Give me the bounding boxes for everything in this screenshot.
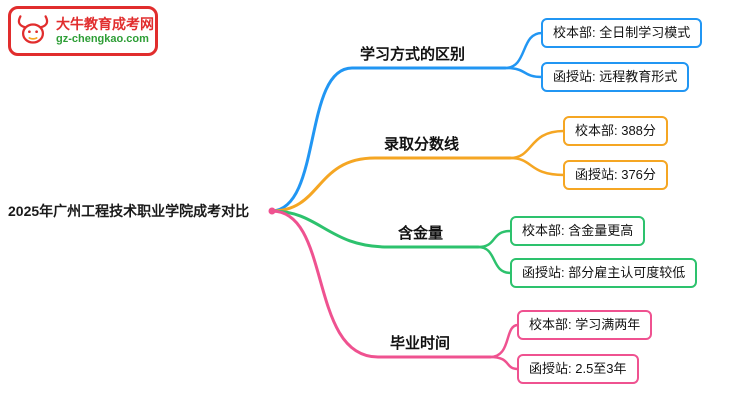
branch-2-leaf-2-line: [508, 156, 566, 177]
leaf-campus-score[interactable]: 校本部: 388分: [563, 116, 668, 146]
branch-node-value[interactable]: 含金量: [398, 225, 444, 242]
leaf-campus-grad-time[interactable]: 校本部: 学习满两年: [517, 310, 653, 340]
leaf-station-grad-time[interactable]: 函授站: 2.5至3年: [517, 354, 639, 384]
branch-3-leaf-2-line: [476, 245, 513, 275]
branch-3-line: [270, 209, 480, 249]
branch-node-study-mode[interactable]: 学习方式的区别: [360, 46, 466, 63]
leaf-campus-study-mode[interactable]: 校本部: 全日制学习模式: [541, 18, 703, 48]
logo-title: 大牛教育成考网: [56, 16, 154, 32]
site-logo[interactable]: 大牛教育成考网 gz-chengkao.com: [8, 6, 158, 56]
branch-node-score-line[interactable]: 录取分数线: [384, 136, 460, 153]
branch-2-leaf-1-line: [508, 129, 566, 160]
logo-text-block: 大牛教育成考网 gz-chengkao.com: [56, 16, 154, 46]
root-connector-dot: [268, 207, 276, 215]
branch-4-line: [270, 209, 492, 359]
leaf-station-study-mode[interactable]: 函授站: 远程教育形式: [541, 62, 690, 92]
branch-1-leaf-2-line: [503, 66, 544, 79]
branch-4-leaf-2-line: [488, 355, 520, 371]
leaf-campus-value[interactable]: 校本部: 含金量更高: [510, 216, 646, 246]
root-node[interactable]: 2025年广州工程技术职业学院成考对比: [8, 203, 250, 219]
leaf-station-score[interactable]: 函授站: 376分: [563, 160, 668, 190]
branch-4-leaf-1-line: [488, 323, 520, 359]
leaf-station-value[interactable]: 函授站: 部分雇主认可度较低: [510, 258, 698, 288]
branch-1-line: [270, 66, 507, 213]
branch-node-grad-time[interactable]: 毕业时间: [390, 335, 451, 352]
branch-3-leaf-1-line: [476, 229, 513, 249]
branch-1-leaf-1-line: [503, 31, 544, 70]
bull-icon: [15, 11, 51, 52]
branch-2-line: [270, 156, 512, 213]
logo-url: gz-chengkao.com: [56, 33, 149, 45]
